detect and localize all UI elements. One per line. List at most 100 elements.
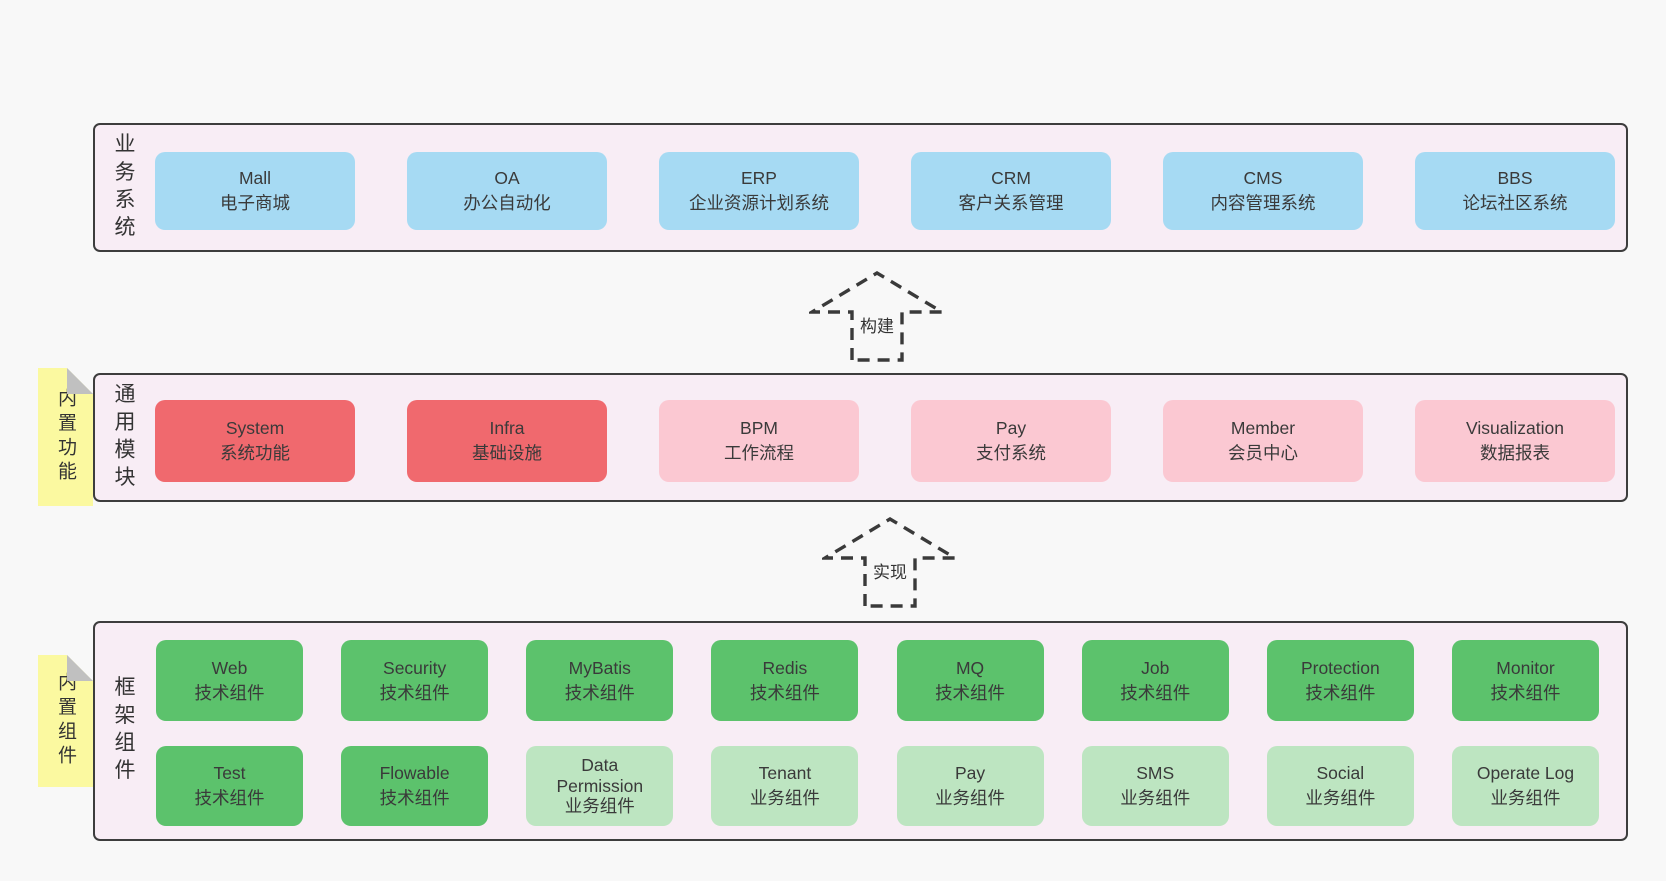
- business-box-row: Mall 电子商城 OA 办公自动化 ERP 企业资源计划系统 CRM 客户关系…: [155, 152, 1615, 230]
- box-bpm: BPM 工作流程: [659, 400, 859, 482]
- box-subtitle: 工作流程: [724, 443, 794, 463]
- box-redis: Redis 技术组件: [711, 640, 859, 721]
- box-title: Mall: [238, 168, 272, 189]
- tab-built-in-features-label: 内置功能: [55, 388, 76, 486]
- box-title: Redis: [762, 657, 808, 678]
- box-infra: Infra 基础设施: [407, 400, 607, 482]
- folded-corner-icon: [67, 368, 93, 394]
- box-system: System 系统功能: [155, 400, 355, 482]
- box-subtitle: 论坛社区系统: [1462, 193, 1568, 213]
- box-subtitle: 业务组件: [564, 796, 635, 817]
- box-mall: Mall 电子商城: [155, 152, 355, 230]
- box-subtitle: 技术组件: [1490, 682, 1561, 703]
- box-title: MyBatis: [568, 657, 631, 678]
- box-title: Flowable: [379, 763, 450, 784]
- box-test: Test 技术组件: [156, 746, 303, 826]
- box-subtitle: 基础设施: [472, 443, 542, 463]
- box-title: SMS: [1136, 763, 1175, 784]
- box-subtitle: 技术组件: [194, 788, 265, 808]
- tab-built-in-features: 内置功能: [38, 368, 93, 506]
- box-subtitle: 技术组件: [194, 682, 265, 703]
- box-title: Protection: [1300, 657, 1380, 678]
- panel-business-label: 业务系统: [112, 132, 135, 243]
- box-title: Member: [1230, 418, 1296, 439]
- box-title: CRM: [991, 168, 1031, 189]
- box-subtitle: 技术组件: [379, 682, 450, 703]
- box-mybatis: MyBatis 技术组件: [526, 640, 674, 721]
- box-bbs: BBS 论坛社区系统: [1415, 152, 1615, 230]
- box-protection: Protection 技术组件: [1266, 640, 1414, 721]
- box-title: BPM: [740, 418, 778, 439]
- box-title: Monitor: [1496, 657, 1555, 678]
- box-data-permission: Data Permission 业务组件: [526, 746, 674, 826]
- panel-components-label: 框架组件: [112, 675, 135, 787]
- box-security: Security 技术组件: [341, 640, 489, 721]
- arrow-implement-label: 实现: [870, 557, 910, 584]
- box-erp: ERP 企业资源计划系统: [659, 152, 859, 230]
- box-subtitle: 技术组件: [564, 682, 635, 703]
- components-box-row-2: Test 技术组件 Flowable 技术组件 Data Permission …: [156, 746, 1599, 826]
- box-operate-log: Operate Log 业务组件: [1451, 746, 1599, 826]
- box-subtitle: 技术组件: [1120, 682, 1191, 703]
- box-pay: Pay 支付系统: [911, 400, 1111, 482]
- arrow-build-label: 构建: [857, 311, 897, 338]
- box-tenant: Tenant 业务组件: [711, 746, 859, 826]
- box-title: OA: [494, 168, 520, 189]
- box-title: ERP: [741, 168, 777, 189]
- panel-business-systems: 业务系统 Mall 电子商城 OA 办公自动化 ERP 企业资源计划系统 CRM…: [93, 123, 1628, 252]
- box-pay-biz: Pay 业务组件: [896, 746, 1044, 826]
- box-subtitle: 支付系统: [976, 443, 1046, 463]
- box-title: System: [225, 418, 285, 439]
- box-subtitle: 技术组件: [1305, 682, 1376, 703]
- box-visualization: Visualization 数据报表: [1415, 400, 1615, 482]
- box-subtitle: 业务组件: [1490, 788, 1561, 808]
- panel-framework-components: 框架组件 Web 技术组件 Security 技术组件 MyBatis 技术组件…: [93, 621, 1628, 841]
- box-sms: SMS 业务组件: [1081, 746, 1229, 826]
- box-subtitle: 技术组件: [749, 682, 820, 703]
- box-social: Social 业务组件: [1266, 746, 1414, 826]
- box-title: BBS: [1497, 168, 1533, 189]
- box-oa: OA 办公自动化: [407, 152, 607, 230]
- box-title: Data Permission: [556, 755, 644, 796]
- box-subtitle: 客户关系管理: [958, 193, 1064, 213]
- box-mq: MQ 技术组件: [896, 640, 1044, 721]
- arrow-build: 构建: [809, 270, 945, 362]
- box-subtitle: 技术组件: [935, 682, 1006, 703]
- box-title: MQ: [955, 657, 985, 678]
- box-subtitle: 会员中心: [1228, 443, 1298, 463]
- up-arrow-icon: [809, 271, 945, 362]
- box-subtitle: 技术组件: [379, 788, 450, 808]
- box-title: Pay: [995, 418, 1027, 439]
- box-job: Job 技术组件: [1081, 640, 1229, 721]
- box-title: Tenant: [758, 763, 812, 784]
- box-subtitle: 办公自动化: [463, 193, 551, 213]
- box-subtitle: 业务组件: [1305, 788, 1376, 808]
- components-box-row-1: Web 技术组件 Security 技术组件 MyBatis 技术组件 Redi…: [156, 640, 1599, 721]
- box-title: Social: [1316, 763, 1365, 784]
- box-crm: CRM 客户关系管理: [911, 152, 1111, 230]
- box-flowable: Flowable 技术组件: [341, 746, 489, 826]
- box-cms: CMS 内容管理系统: [1163, 152, 1363, 230]
- arrow-implement: 实现: [822, 516, 958, 608]
- box-title: Operate Log: [1476, 763, 1575, 784]
- tab-built-in-components-label: 内置组件: [55, 672, 76, 770]
- box-title: Visualization: [1466, 418, 1564, 439]
- box-title: CMS: [1243, 168, 1283, 189]
- folded-corner-icon: [67, 655, 93, 681]
- box-web: Web 技术组件: [156, 640, 303, 721]
- box-title: Web: [211, 657, 248, 678]
- up-arrow-icon: [822, 517, 958, 608]
- box-subtitle: 内容管理系统: [1210, 193, 1316, 213]
- box-subtitle: 数据报表: [1480, 443, 1550, 463]
- tab-built-in-components: 内置组件: [38, 655, 93, 787]
- box-title: Test: [213, 763, 246, 784]
- box-subtitle: 业务组件: [1120, 788, 1191, 808]
- box-subtitle: 电子商城: [220, 193, 290, 213]
- box-subtitle: 企业资源计划系统: [689, 193, 829, 213]
- box-member: Member 会员中心: [1163, 400, 1363, 482]
- box-title: Infra: [489, 418, 525, 439]
- modules-box-row: System 系统功能 Infra 基础设施 BPM 工作流程 Pay 支付系统…: [155, 400, 1615, 482]
- box-title: Pay: [954, 763, 986, 784]
- box-subtitle: 业务组件: [749, 788, 820, 808]
